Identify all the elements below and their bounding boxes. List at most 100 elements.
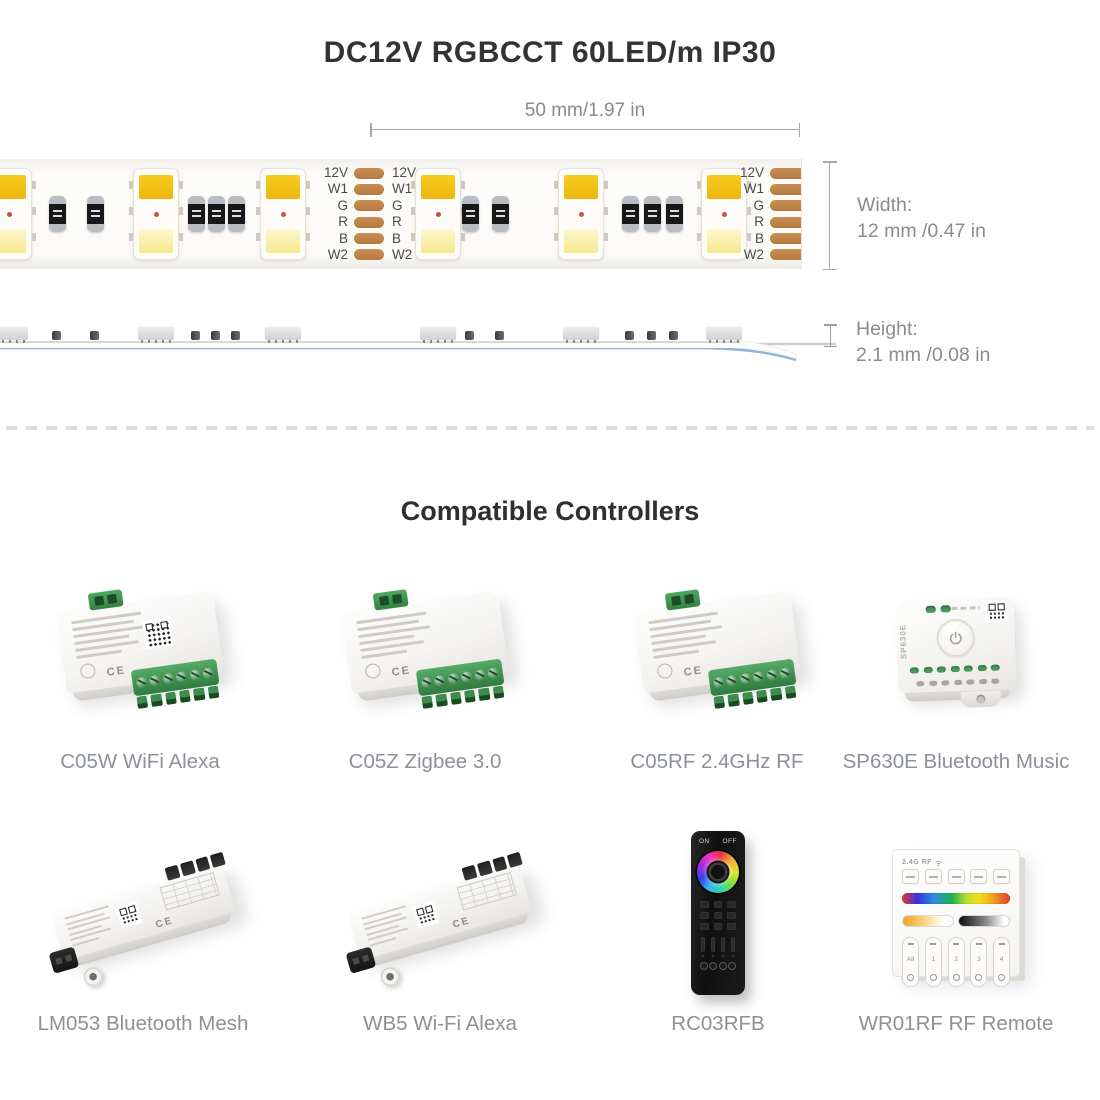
resistor — [622, 196, 639, 232]
resistor — [228, 196, 245, 232]
terminal-screw — [135, 675, 149, 689]
terminal-tooth — [179, 689, 191, 703]
remote-button — [700, 923, 709, 930]
product-label: C05W WiFi Alexa — [60, 750, 220, 773]
controller-box: CE — [55, 589, 225, 709]
width-value: 12 mm /0.47 in — [857, 220, 986, 242]
product-c05z: CE C05Z Zigbee 3.0 — [315, 556, 535, 774]
ce-mark: CE — [683, 664, 704, 679]
remote-button — [700, 901, 709, 908]
terminal-screw — [188, 668, 202, 681]
color-wheel-center-button — [711, 865, 725, 879]
terminal-pin — [506, 851, 523, 868]
pad-label: 12V — [392, 165, 417, 180]
zone-label: 4 — [999, 956, 1004, 963]
cert-stamp-icon — [656, 662, 674, 680]
c05rf-image: CE — [607, 556, 827, 746]
rf-signal-icon — [935, 860, 942, 866]
height-dimension-label: Height: 2.1 mm /0.08 in — [856, 316, 990, 368]
pad-label: G — [337, 197, 348, 213]
input-connector — [345, 946, 377, 974]
terminal-screw — [739, 672, 752, 685]
cert-marks-row — [951, 606, 980, 611]
qr-code-icon — [117, 903, 141, 927]
terminal-tooth — [727, 693, 740, 707]
product-label: RC03RFB — [671, 1012, 765, 1035]
resistor-side — [90, 331, 99, 340]
solder-pad — [770, 248, 801, 260]
zone-minus-mark — [930, 943, 937, 945]
printed-text — [648, 611, 725, 659]
height-value: 2.1 mm /0.08 in — [856, 344, 991, 366]
printed-text — [71, 611, 148, 659]
remote-button — [713, 901, 723, 908]
led-phosphor-top — [266, 175, 300, 199]
dim-bar — [958, 915, 1010, 927]
rainbow-bar — [902, 893, 1010, 904]
terminal-tooth — [464, 689, 476, 703]
off-button: OFF — [722, 838, 737, 845]
solder-pad — [770, 168, 801, 179]
zone-slider: 2 — [947, 937, 965, 987]
resistor-side — [625, 331, 634, 340]
pill-dot — [701, 954, 705, 957]
zone-label: 1 — [931, 956, 936, 963]
led-phosphor-bottom — [707, 229, 741, 253]
cert-stamp-icon — [364, 662, 382, 680]
terminal-pin — [461, 864, 478, 881]
pill-bar — [721, 937, 725, 952]
led-chip — [256, 168, 310, 260]
dashed-divider — [6, 426, 1094, 430]
strip-bottom-edge — [0, 346, 797, 362]
product-c05rf: CE C05RF 2.4GHz RF — [607, 556, 827, 774]
terminal-hole — [966, 679, 975, 685]
resistor-side — [211, 331, 220, 340]
terminal-tooth — [150, 693, 163, 707]
panel-button — [947, 869, 965, 884]
pad-label: B — [338, 230, 348, 246]
zone-circle-button — [975, 974, 983, 981]
terminal-tooth — [193, 687, 206, 701]
mounting-tab — [960, 690, 1002, 708]
terminal-screw — [460, 670, 473, 683]
resistor — [666, 196, 683, 232]
top-terminal-dots — [925, 605, 951, 614]
zone-circle-button — [998, 974, 1005, 981]
led-chip — [411, 168, 465, 260]
solder-pad — [770, 216, 801, 228]
terminal-dot — [923, 666, 933, 674]
zone-label: All — [906, 956, 915, 963]
remote-body: ON OFF — [691, 831, 745, 995]
bar-row — [902, 915, 1010, 927]
zone-slider-buttons — [697, 931, 739, 957]
led-phosphor-top — [564, 175, 598, 199]
led-phosphor-top — [707, 175, 741, 199]
led-phosphor-bottom — [266, 229, 300, 253]
controller-box: CE — [632, 589, 802, 709]
pad-label: R — [754, 214, 764, 230]
terminal-tooth — [164, 691, 177, 705]
resistor — [188, 196, 205, 232]
product-label: C05RF 2.4GHz RF — [630, 750, 804, 773]
led-chip — [554, 168, 608, 260]
height-dimension-line — [824, 324, 837, 347]
zone-circle-button — [907, 974, 914, 981]
terminal-screw — [779, 666, 792, 680]
terminal-dot — [963, 665, 973, 672]
pill-bar — [711, 937, 715, 952]
terminal-pin — [476, 860, 493, 877]
resistor-side — [52, 331, 61, 340]
controller-box: CE — [340, 589, 510, 709]
product-label: LM053 Bluetooth Mesh — [37, 1012, 249, 1035]
pad-label: 12V — [739, 165, 764, 180]
remote-button — [713, 912, 723, 919]
solder-pad — [354, 184, 384, 196]
led-package-side — [563, 327, 599, 343]
led-phosphor-top — [0, 175, 26, 199]
zone-label: 2 — [954, 956, 958, 963]
zone-minus-mark — [953, 943, 959, 945]
